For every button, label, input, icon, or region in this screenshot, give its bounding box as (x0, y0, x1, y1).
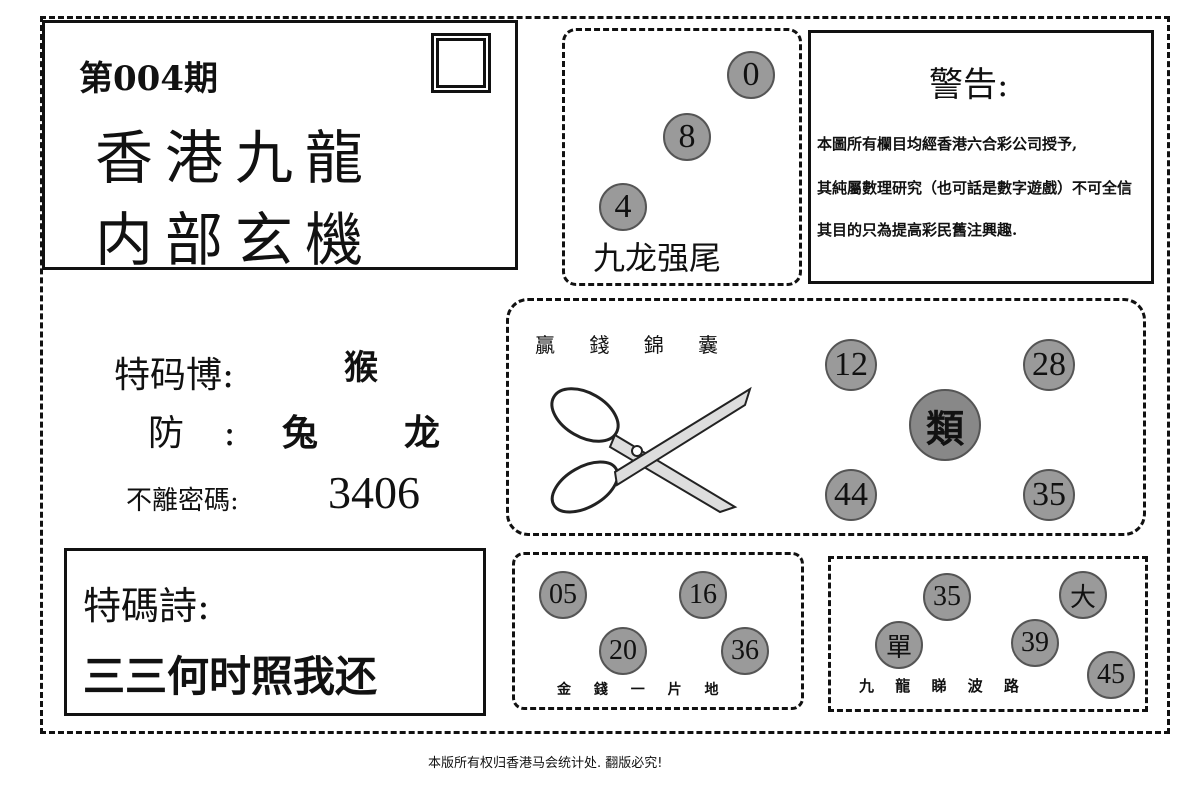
title-line1: 香港九龍 (95, 124, 376, 192)
number-ball: 8 (663, 113, 711, 161)
poem-box: 特碼詩: 三三何时照我还 (64, 548, 486, 716)
gold-caption: 金 錢 一 片 地 (557, 682, 719, 698)
number-ball: 20 (599, 627, 647, 675)
warning-box: 警告: 本圖所有欄目均經香港六合彩公司授予, 其純屬數理研究（也可話是數字遊戲）… (808, 30, 1154, 284)
issue-number: 第004期 (79, 59, 218, 99)
logo-icon (431, 33, 491, 93)
label-ball: 單 (875, 621, 923, 669)
warning-line: 其純屬數理研究（也可話是數字遊戲）不可全信 (817, 179, 1133, 197)
number-ball: 05 (539, 571, 587, 619)
special-code-panel: 特码博: 猴 防 : 兔 龙 不離密碼: 3406 (64, 296, 484, 536)
number-ball: 16 (679, 571, 727, 619)
wave-caption: 九 龍 睇 波 路 (859, 677, 1019, 695)
scissors-box: 贏 錢 錦 囊 12 28 44 35 類 (506, 298, 1146, 536)
te-value: 猴 (344, 348, 378, 388)
number-ball: 44 (825, 469, 877, 521)
footer-copyright: 本版所有权归香港马会统计处. 翻版必究! (428, 756, 663, 771)
scissors-caption: 贏 錢 錦 囊 (535, 333, 719, 357)
tail-caption: 九龙强尾 (593, 239, 722, 277)
poem-text: 三三何时照我还 (83, 652, 378, 701)
number-ball: 39 (1011, 619, 1059, 667)
secret-label: 不離密碼: (126, 486, 239, 516)
warning-line: 本圖所有欄目均經香港六合彩公司授予, (817, 135, 1078, 153)
scissors-icon (550, 386, 752, 514)
te-label: 特码博: (114, 355, 235, 396)
title-line2: 内部玄機 (95, 206, 376, 274)
tail-box: 0 8 4 九龙强尾 (562, 28, 802, 286)
number-ball: 4 (599, 183, 647, 231)
number-ball: 35 (923, 573, 971, 621)
gold-box: 05 16 20 36 金 錢 一 片 地 (512, 552, 804, 710)
number-ball: 35 (1023, 469, 1075, 521)
number-ball: 28 (1023, 339, 1075, 391)
center-ball: 類 (909, 389, 981, 461)
warning-line: 其目的只為提高彩民舊注興趣. (817, 221, 1018, 239)
fang-value: 龙 (404, 412, 441, 454)
fang-label: 防 : (148, 413, 250, 454)
number-ball: 12 (825, 339, 877, 391)
label-ball: 大 (1059, 571, 1107, 619)
fang-value: 兔 (282, 412, 319, 454)
secret-value: 3406 (328, 467, 420, 518)
poem-label: 特碼詩: (83, 584, 210, 628)
number-ball: 0 (727, 51, 775, 99)
header-box: 第004期 香港九龍 内部玄機 (42, 20, 518, 274)
outer-frame (40, 16, 1170, 734)
number-ball: 45 (1087, 651, 1135, 699)
wave-box: 35 大 單 39 45 九 龍 睇 波 路 (828, 556, 1148, 712)
number-ball: 36 (721, 627, 769, 675)
warning-title: 警告: (929, 65, 1009, 105)
